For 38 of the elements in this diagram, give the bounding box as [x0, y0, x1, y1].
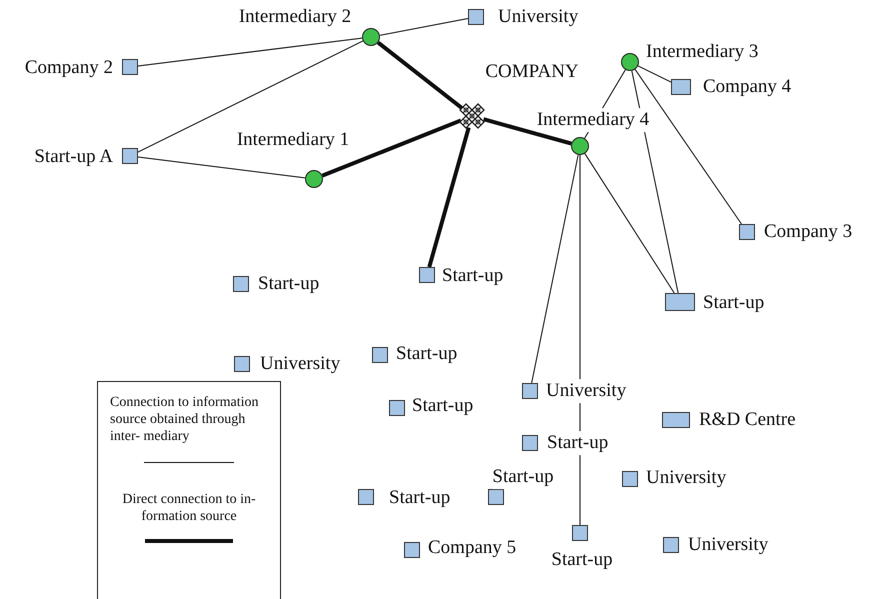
connection-line [531, 154, 579, 384]
source-square [572, 525, 588, 541]
node-label: University [546, 379, 626, 403]
connection-line [138, 40, 364, 153]
source-square [739, 224, 755, 240]
source-square [522, 383, 538, 399]
source-square [665, 293, 695, 311]
source-square [663, 537, 679, 553]
direct-connection-line [483, 117, 572, 146]
source-square [488, 489, 504, 505]
source-square [468, 9, 484, 25]
source-square [122, 59, 138, 75]
direct-connection-line [322, 118, 462, 178]
source-square [622, 471, 638, 487]
legend-text: Connection to information source obtained through inter- mediary [109, 394, 260, 445]
connection-line [379, 18, 468, 36]
connection-line [584, 153, 675, 294]
source-square [122, 148, 138, 164]
legend-text: Direct connection to in- formation source [121, 491, 257, 525]
connection-line [631, 70, 679, 294]
connection-line [138, 38, 363, 66]
source-square [372, 347, 388, 363]
source-square [419, 267, 435, 283]
connection-line [638, 65, 672, 83]
source-square [233, 276, 249, 292]
node-label: Intermediary 4 [536, 108, 650, 132]
direct-connection-line [376, 40, 464, 110]
source-square [234, 356, 250, 372]
node-label: Start-up [547, 431, 608, 455]
connection-line [138, 156, 306, 178]
source-square [404, 542, 420, 558]
direct-connection-line [427, 127, 471, 268]
source-square [389, 400, 405, 416]
source-square [522, 435, 538, 451]
source-square [358, 489, 374, 505]
connection-line [634, 68, 742, 224]
source-square [662, 412, 690, 428]
source-square [671, 79, 691, 95]
